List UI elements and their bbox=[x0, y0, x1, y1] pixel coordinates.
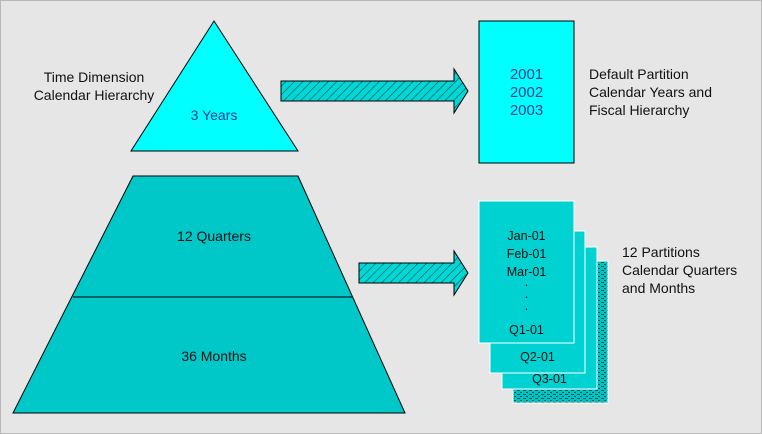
caption-line: and Months bbox=[622, 280, 696, 296]
front-card-months: Jan-01 Feb-01 Mar-01 bbox=[479, 227, 574, 281]
year-2001: 2001 bbox=[509, 66, 544, 83]
third-card-label: Q3-01 bbox=[532, 372, 567, 386]
months-label: 36 Months bbox=[181, 348, 247, 364]
time-dimension-caption: Time Dimension Calendar Hierarchy bbox=[19, 68, 169, 104]
ellipsis-dot: . bbox=[524, 275, 529, 289]
partition-years: 2001 2002 2003 bbox=[479, 66, 574, 120]
year-2003: 2003 bbox=[509, 102, 544, 119]
partition-card-front bbox=[478, 200, 575, 344]
front-card-footer: Q1-01 bbox=[509, 323, 544, 337]
top-arrow bbox=[280, 67, 469, 115]
front-card-dots: . . . bbox=[479, 275, 574, 313]
second-card-label: Q2-01 bbox=[520, 350, 555, 364]
month-label: Jan-01 bbox=[507, 229, 546, 243]
caption-line: Default Partition bbox=[589, 66, 689, 82]
bottom-arrow bbox=[358, 249, 469, 297]
quarters-label: 12 Quarters bbox=[177, 228, 251, 244]
ellipsis-dot: . bbox=[524, 299, 529, 313]
hierarchy-pyramid bbox=[12, 175, 406, 414]
year-2002: 2002 bbox=[509, 84, 544, 101]
caption-line: Fiscal Hierarchy bbox=[589, 102, 690, 118]
caption-line: Calendar Years and bbox=[589, 84, 712, 100]
month-label: Mar-01 bbox=[506, 265, 547, 279]
month-label: Feb-01 bbox=[506, 247, 547, 261]
time-dimension-triangle bbox=[130, 20, 299, 152]
default-partition-box bbox=[478, 20, 575, 164]
caption-line: Calendar Hierarchy bbox=[33, 87, 155, 103]
caption-line: Time Dimension bbox=[43, 69, 145, 85]
years-label: 3 Years bbox=[190, 107, 238, 123]
caption-line: 12 Partitions bbox=[622, 244, 700, 260]
default-partition-caption: Default Partition Calendar Years and Fis… bbox=[589, 65, 712, 119]
partitions-caption: 12 Partitions Calendar Quarters and Mont… bbox=[622, 243, 737, 297]
ellipsis-dot: . bbox=[524, 287, 529, 301]
caption-line: Calendar Quarters bbox=[622, 262, 738, 278]
